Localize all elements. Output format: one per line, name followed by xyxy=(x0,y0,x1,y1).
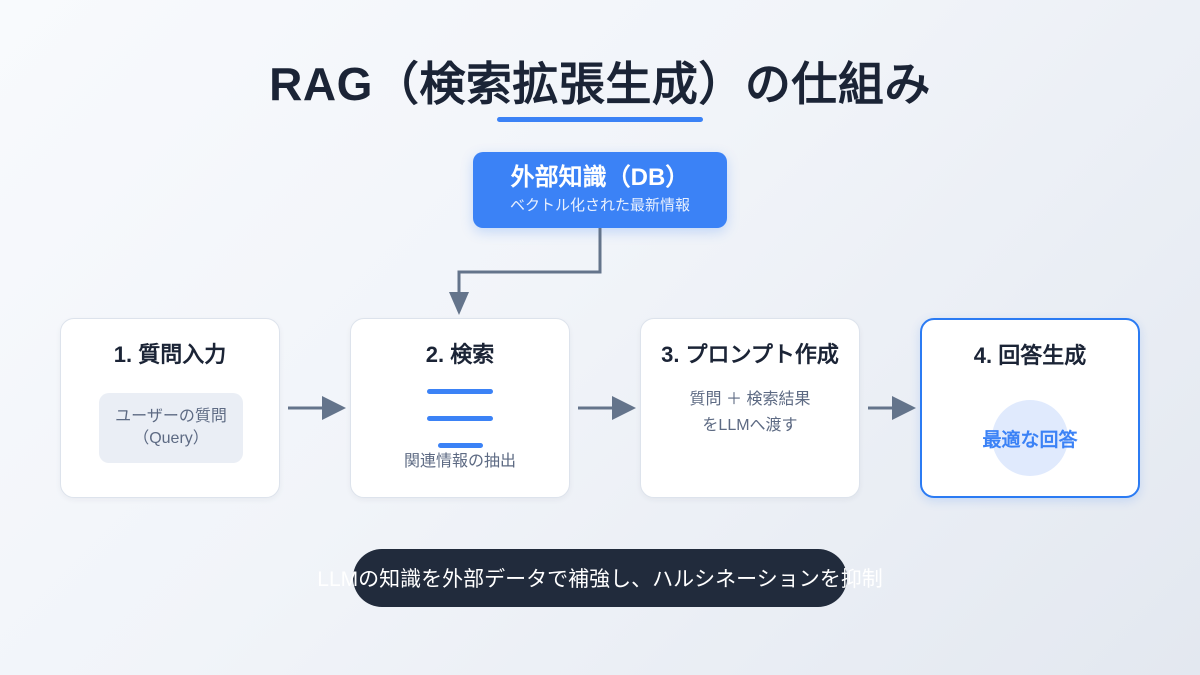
answer-highlight: 最適な回答 xyxy=(922,392,1138,484)
step-card-4[interactable]: 4. 回答生成 最適な回答 xyxy=(920,318,1140,498)
step-3-body: 質問 ＋ 検索結果 をLLMへ渡す xyxy=(641,387,859,438)
query-line-1: ユーザーの質問 xyxy=(115,408,227,425)
summary-banner-pill xyxy=(353,549,847,607)
answer-circle-decoration xyxy=(992,400,1068,476)
step-4-title: 4. 回答生成 xyxy=(973,343,1087,368)
search-bar-2 xyxy=(427,416,493,421)
summary-banner-text: LLMの知識を外部データで補強し、ハルシネーションを抑制 xyxy=(317,568,883,591)
search-bar-3 xyxy=(437,443,483,448)
step-3-body-line-1: 質問 ＋ 検索結果 xyxy=(689,391,811,408)
answer-label: 最適な回答 xyxy=(982,429,1078,451)
external-knowledge-subtitle: ベクトル化された最新情報 xyxy=(509,196,690,214)
db-to-search-connector xyxy=(449,228,602,315)
step-3-body-line-2: をLLMへ渡す xyxy=(702,416,798,434)
page-title: RAG（検索拡張生成）の仕組み xyxy=(269,58,931,110)
arrow-step2-step3 xyxy=(578,396,636,420)
step-2-caption: 関連情報の抽出 xyxy=(403,453,516,470)
search-result-bars xyxy=(351,389,569,448)
arrow-step1-step2 xyxy=(288,396,346,420)
arrow-step3-step4 xyxy=(868,396,916,420)
external-knowledge-title: 外部知識（DB） xyxy=(510,164,690,192)
step-2-title: 2. 検索 xyxy=(425,342,495,367)
step-3-title: 3. プロンプト作成 xyxy=(661,342,839,367)
step-card-3[interactable]: 3. プロンプト作成 質問 ＋ 検索結果 をLLMへ渡す xyxy=(640,318,860,498)
search-bar-1 xyxy=(427,389,493,394)
step-card-2[interactable]: 2. 検索 関連情報の抽出 xyxy=(350,318,570,498)
query-pill: ユーザーの質問 （Query） xyxy=(99,393,243,463)
step-card-1[interactable]: 1. 質問入力 ユーザーの質問 （Query） xyxy=(60,318,280,498)
title-underline xyxy=(497,117,703,122)
step-1-title: 1. 質問入力 xyxy=(113,342,227,367)
external-knowledge-box[interactable]: 外部知識（DB） ベクトル化された最新情報 xyxy=(473,152,727,228)
query-line-2: （Query） xyxy=(133,430,209,447)
